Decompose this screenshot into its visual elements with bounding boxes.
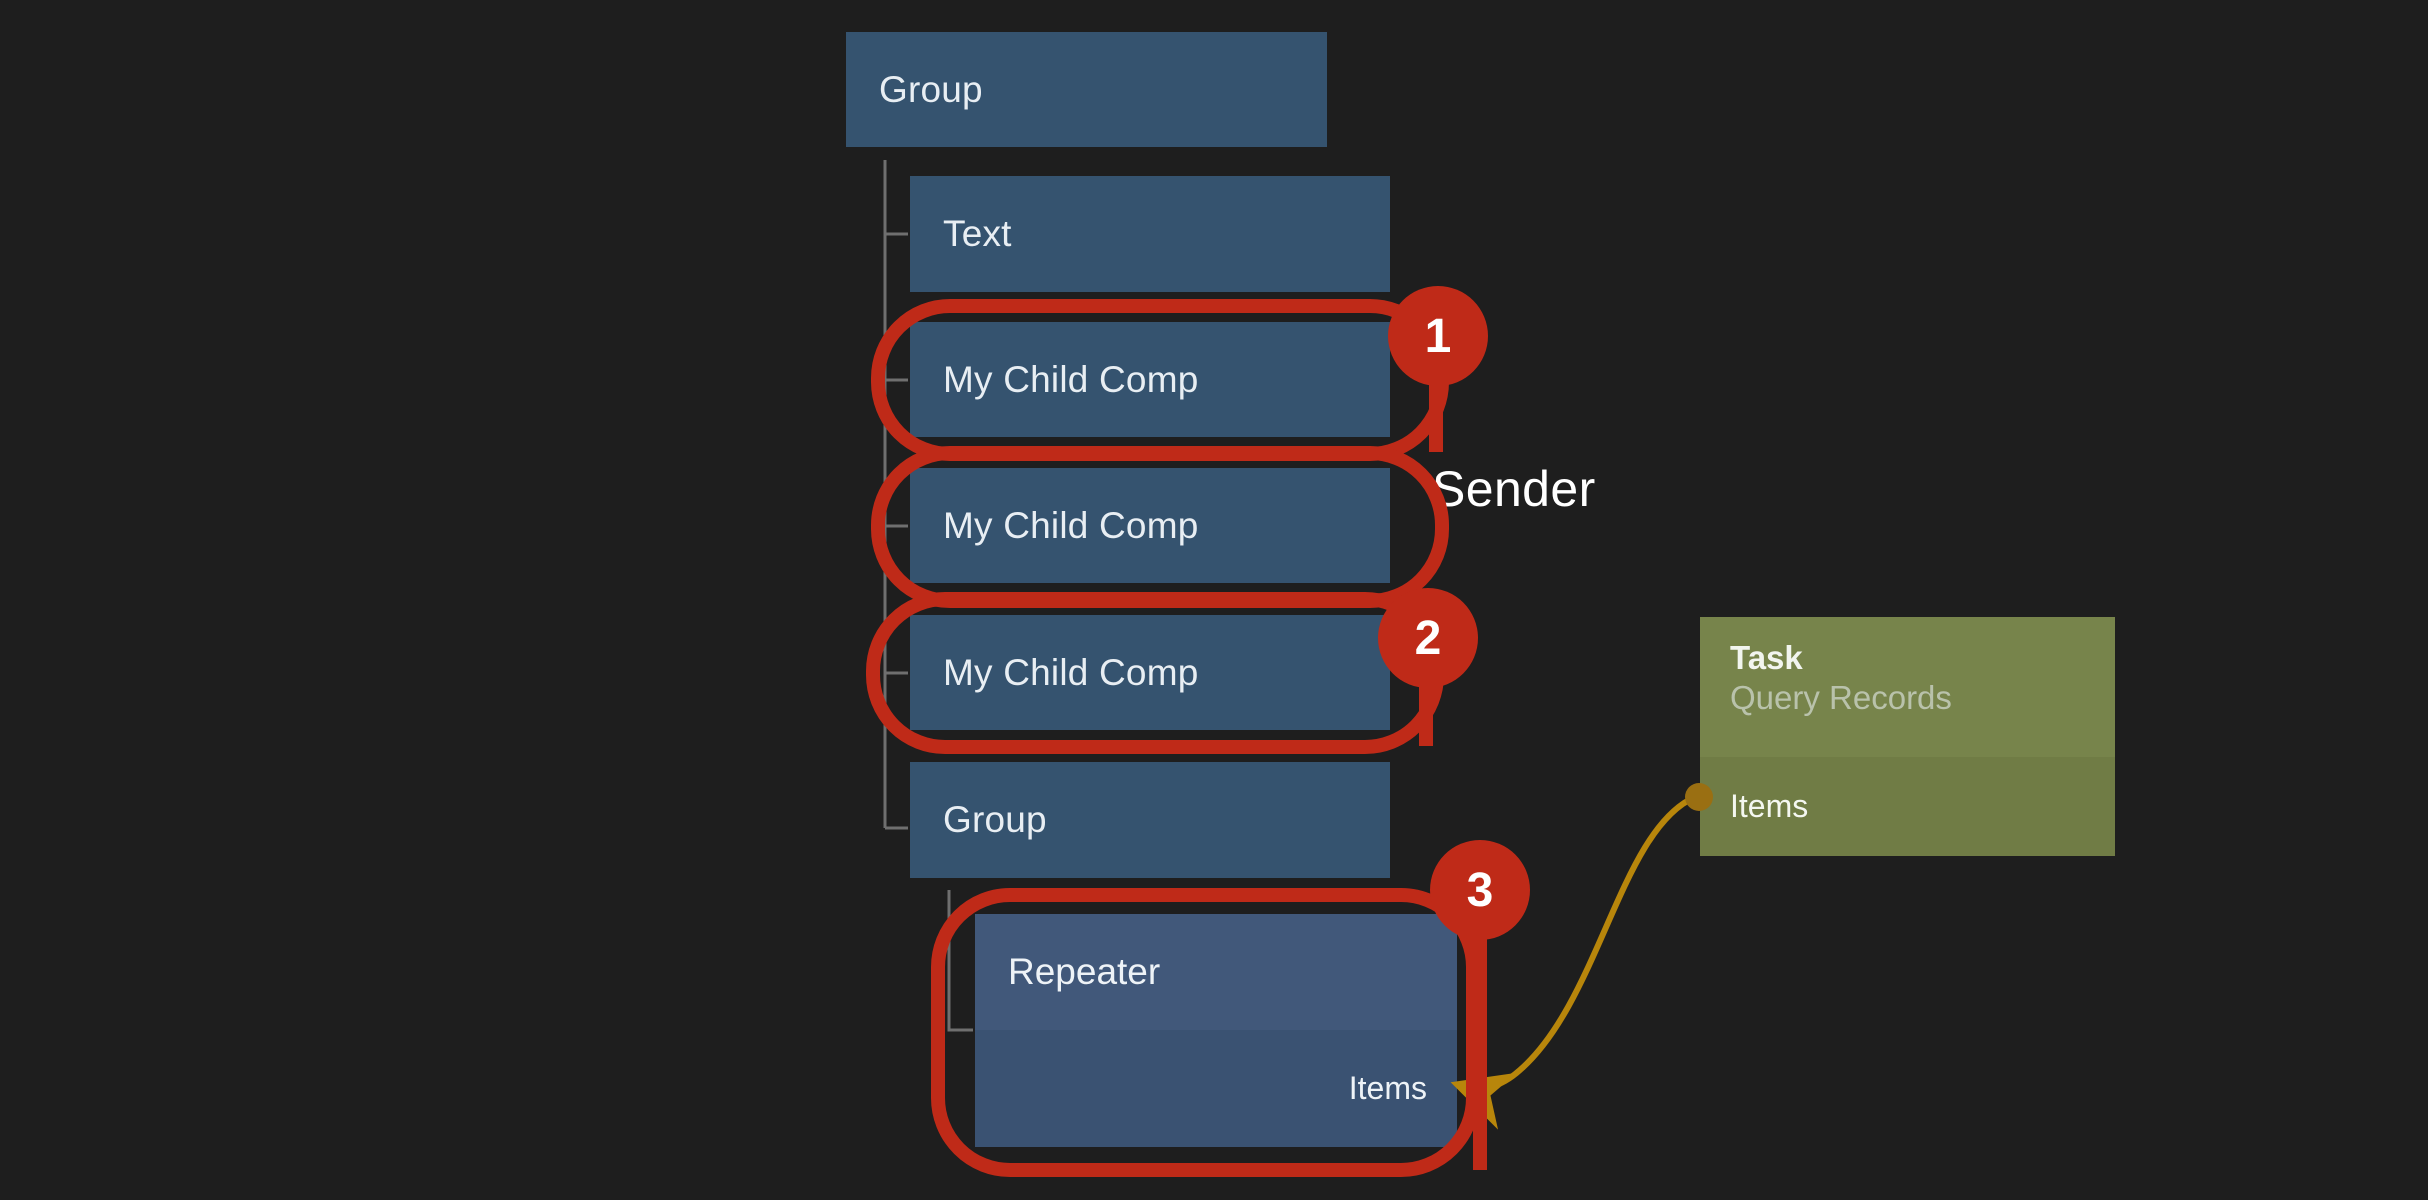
- tree-node-group-sub[interactable]: Group: [910, 762, 1390, 878]
- tree-node-label: My Child Comp: [943, 504, 1199, 546]
- repeater-items-label: Items: [1348, 1070, 1427, 1106]
- task-items-port[interactable]: Items: [1700, 757, 2115, 856]
- tree-node-my-child-comp-2[interactable]: My Child Comp: [910, 468, 1390, 583]
- tree-node-group-root[interactable]: Group: [846, 32, 1327, 147]
- annotation-badge-2: 2: [1378, 588, 1478, 688]
- repeater-title: Repeater: [1008, 951, 1161, 992]
- annotation-badge-3: 3: [1430, 840, 1530, 940]
- tree-node-label: Group: [943, 799, 1047, 840]
- task-header: Task Query Records: [1700, 617, 2115, 757]
- annotation-badge-number: 3: [1466, 863, 1494, 917]
- task-title: Task: [1730, 639, 1803, 676]
- tree-node-label: Group: [879, 68, 983, 110]
- annotation-badge-number: 2: [1414, 611, 1442, 665]
- annotation-badge-number: 1: [1424, 309, 1452, 363]
- repeater-items-port[interactable]: Items: [975, 1030, 1457, 1147]
- tree-node-label: My Child Comp: [943, 358, 1199, 400]
- sender-label: Sender: [1432, 461, 1596, 517]
- task-subtitle: Query Records: [1730, 678, 1952, 716]
- tree-node-label: Text: [943, 213, 1012, 254]
- repeater-header: Repeater: [975, 914, 1457, 1030]
- tree-node-label: My Child Comp: [943, 651, 1199, 693]
- tree-node-my-child-comp-3[interactable]: My Child Comp: [910, 615, 1390, 730]
- annotation-badge-1: 1: [1388, 286, 1488, 386]
- task-items-label: Items: [1730, 788, 1809, 824]
- tree-node-my-child-comp-1[interactable]: My Child Comp: [910, 322, 1390, 437]
- task-node[interactable]: Task Query Records Items: [1700, 617, 2115, 856]
- tree-node-text[interactable]: Text: [910, 176, 1390, 292]
- repeater-node[interactable]: Repeater Items: [975, 914, 1457, 1147]
